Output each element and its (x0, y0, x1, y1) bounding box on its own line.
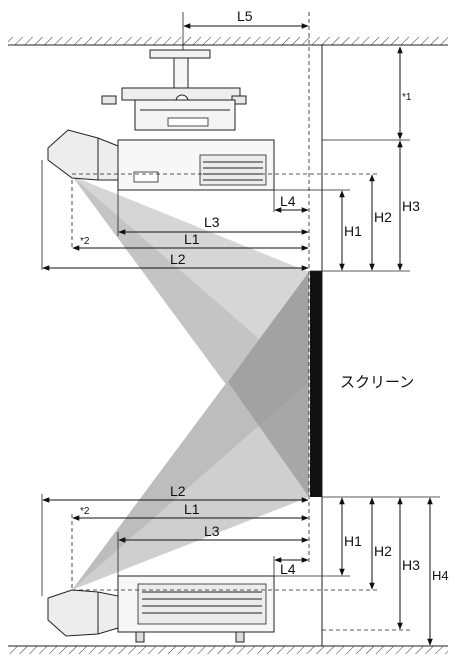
top-dimensions (41, 23, 410, 272)
label-l1-bottom: L1 (184, 501, 200, 517)
label-h3-top: H3 (402, 198, 420, 214)
projector-bottom (47, 575, 275, 643)
label-l3-bottom: L3 (204, 523, 220, 539)
label-h4: H4 (432, 568, 449, 583)
screen (310, 271, 322, 497)
label-note-1: *1 (402, 92, 412, 103)
label-l5: L5 (237, 8, 253, 24)
label-l1-top: L1 (184, 231, 200, 247)
label-h3-bottom: H3 (402, 557, 420, 573)
label-note-2-top: *2 (80, 236, 90, 247)
label-l2-top: L2 (170, 251, 186, 267)
label-l3-top: L3 (204, 214, 220, 230)
label-l4-bottom: L4 (280, 561, 296, 577)
bottom-dimensions (41, 494, 440, 646)
label-screen: スクリーン (340, 373, 414, 391)
label-h1-bottom: H1 (344, 533, 362, 549)
label-l4-top: L4 (280, 193, 296, 209)
label-h2-top: H2 (374, 209, 392, 225)
ceiling-mount (101, 49, 247, 131)
label-h1-top: H1 (344, 223, 362, 239)
floor (8, 645, 448, 654)
label-h2-bottom: H2 (374, 543, 392, 559)
projection-beams (72, 176, 309, 590)
label-l2-bottom: L2 (170, 483, 186, 499)
ceiling (8, 37, 448, 46)
label-note-2-bottom: *2 (80, 506, 90, 517)
projector-top (47, 129, 275, 191)
